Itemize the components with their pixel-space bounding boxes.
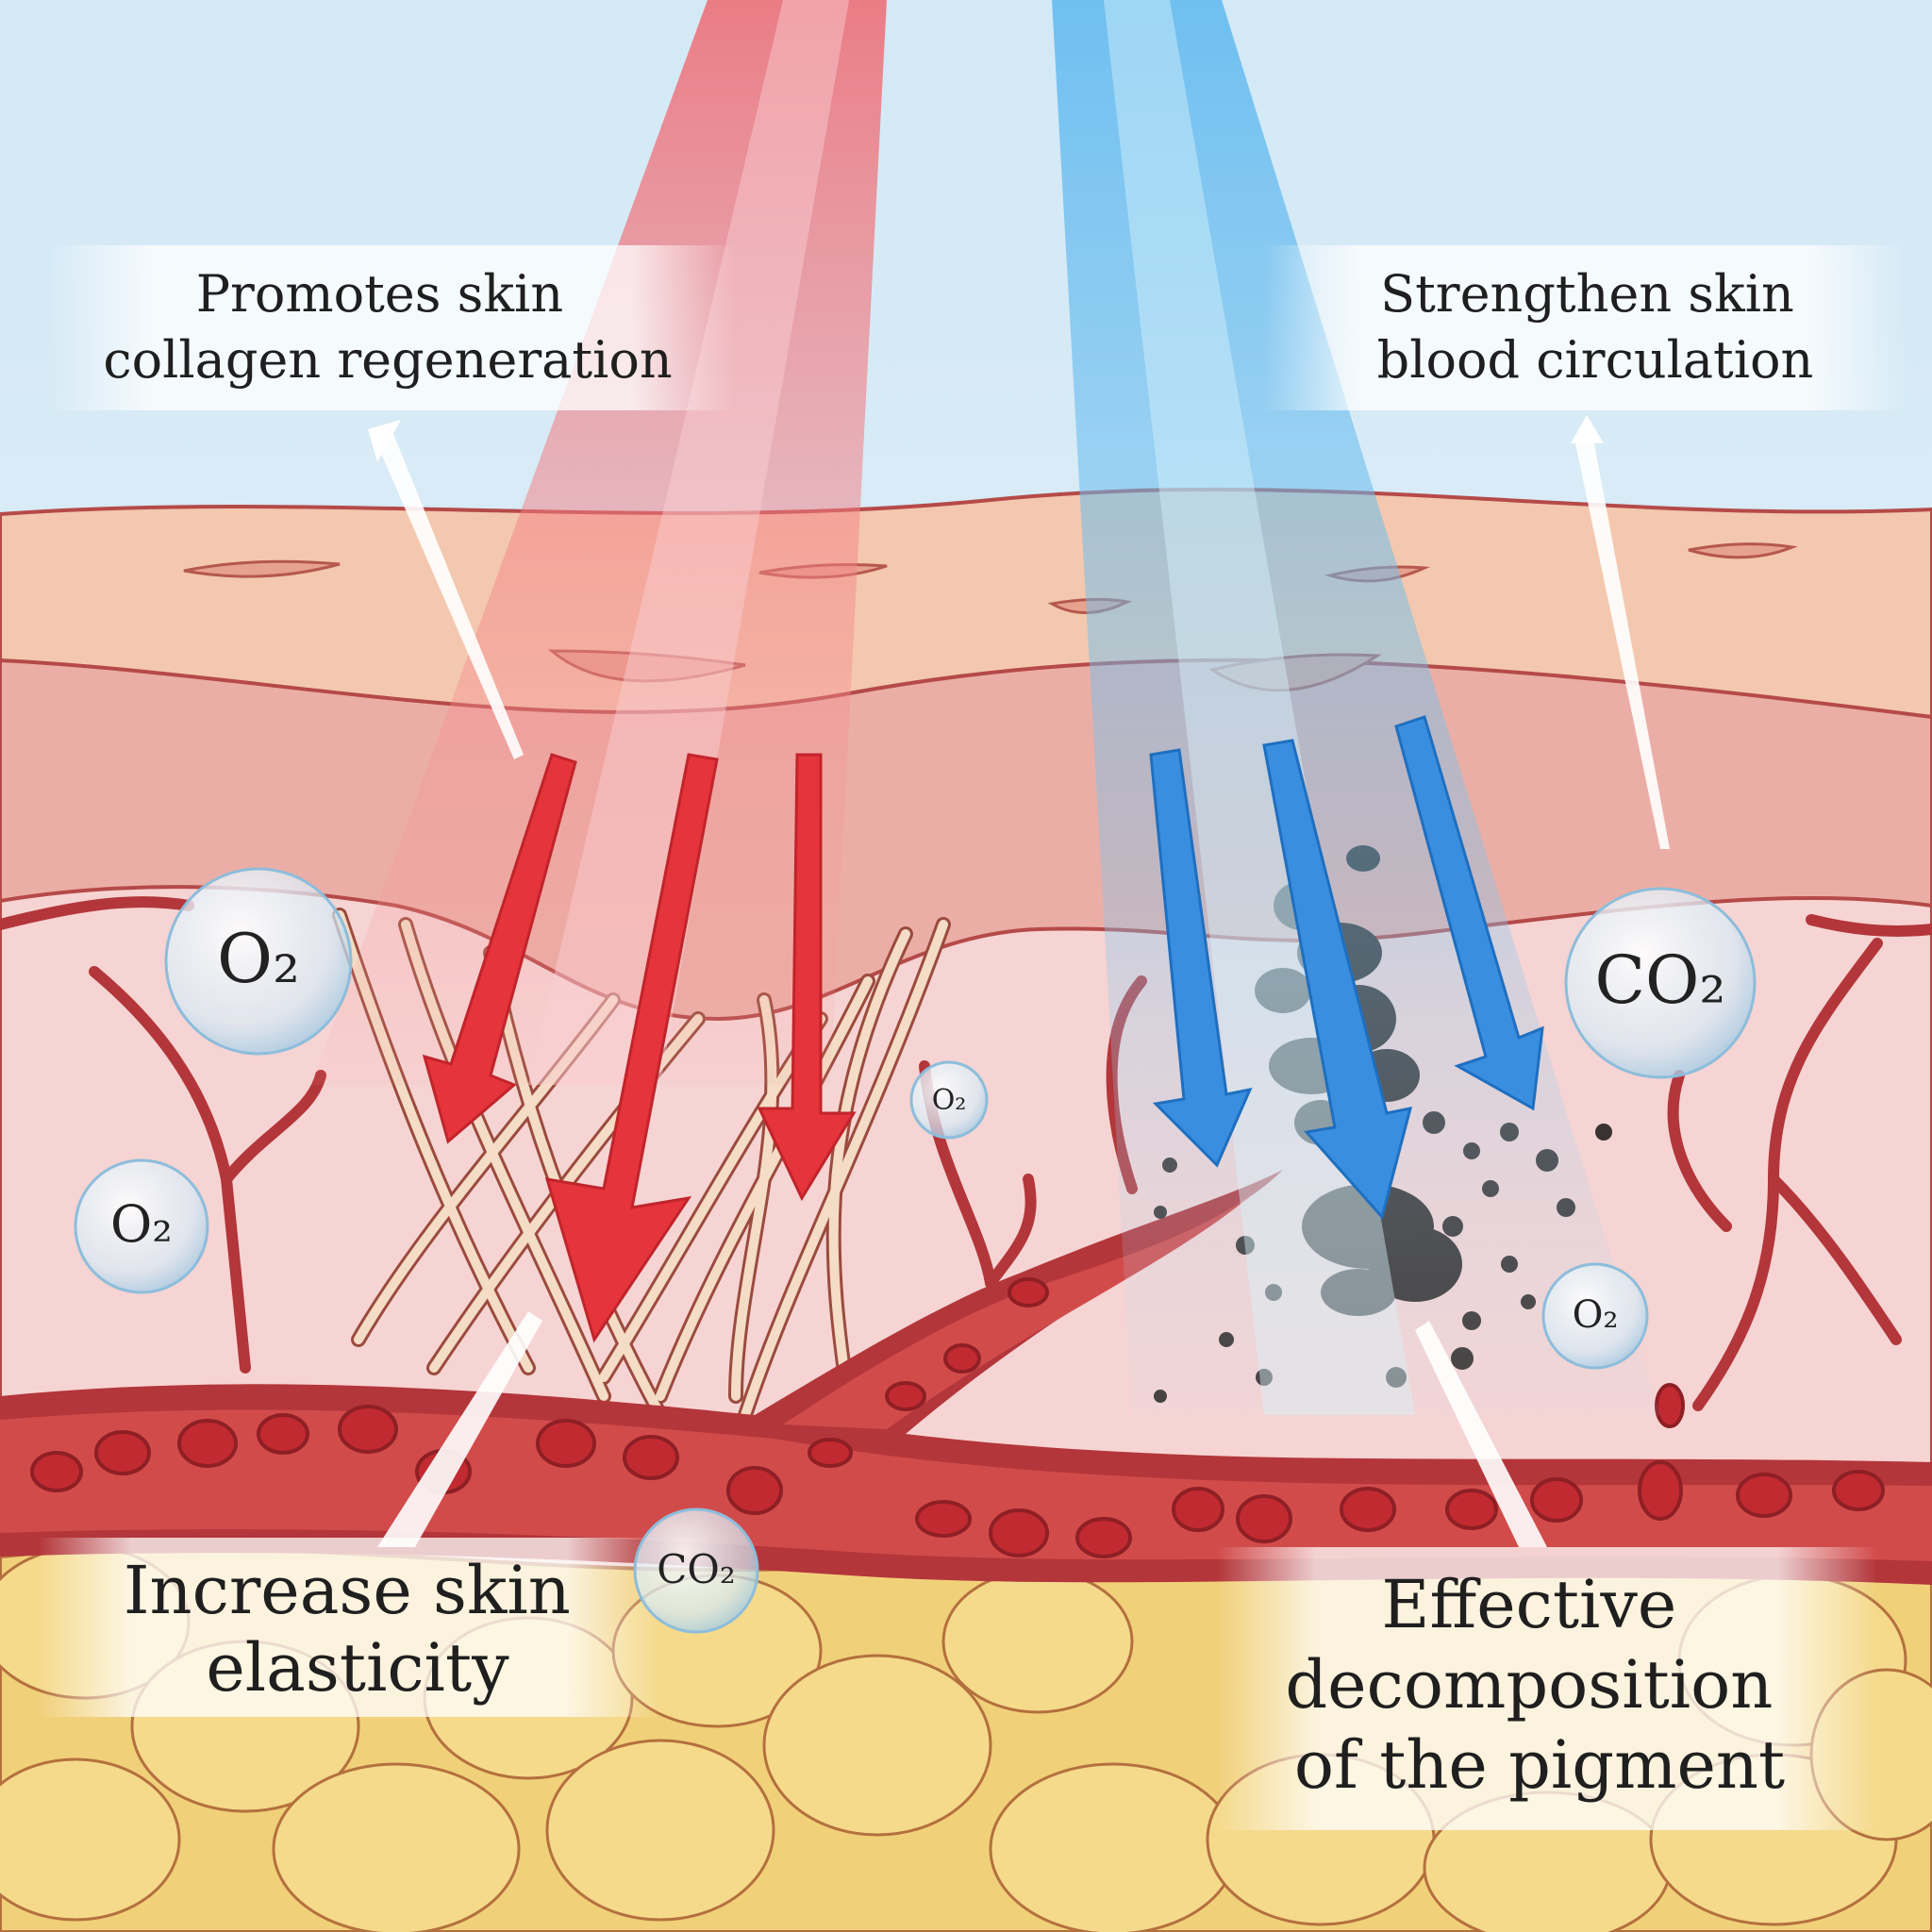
label-box-pigment bbox=[1217, 1547, 1877, 1830]
label-circulation: Strengthen skin blood circulation bbox=[1377, 264, 1814, 390]
label-collagen-line2: collagen regeneration bbox=[103, 330, 672, 390]
label-elasticity: Increase skin elasticity bbox=[124, 1552, 591, 1707]
blue-arrow bbox=[1149, 748, 1253, 1168]
bubble-co2: CO₂ bbox=[633, 1507, 759, 1634]
label-collagen-line1: Promotes skin bbox=[196, 264, 563, 324]
red-arrow bbox=[422, 753, 577, 1144]
bubble-o2: O₂ bbox=[909, 1060, 989, 1140]
label-pigment-line3: of the pigment bbox=[1294, 1726, 1785, 1804]
bubble-label: O₂ bbox=[1573, 1293, 1619, 1337]
label-pigment-line1: Effective bbox=[1381, 1566, 1676, 1643]
label-box-circulation bbox=[1264, 245, 1906, 410]
bubble-label: O₂ bbox=[217, 919, 300, 998]
red-arrow bbox=[757, 753, 857, 1202]
red-light-arrows bbox=[422, 753, 857, 1343]
label-elasticity-line1: Increase skin bbox=[124, 1552, 571, 1629]
bubble-label: O₂ bbox=[110, 1194, 173, 1254]
bubble-label: CO₂ bbox=[1594, 941, 1725, 1019]
bubble-o2: O₂ bbox=[74, 1158, 209, 1294]
blue-arrow bbox=[1394, 715, 1544, 1111]
red-arrow bbox=[544, 753, 719, 1343]
label-box-elasticity bbox=[38, 1538, 660, 1717]
gas-bubbles: O₂ O₂ O₂ CO₂ O₂ CO₂ bbox=[74, 867, 1757, 1634]
label-box-collagen bbox=[47, 245, 736, 410]
blood-vessel bbox=[0, 1170, 1932, 1585]
label-circulation-line2: blood circulation bbox=[1377, 330, 1814, 390]
label-pigment: Effective decomposition of the pigment bbox=[1285, 1566, 1793, 1804]
blue-arrow bbox=[1262, 739, 1413, 1221]
red-light-beam bbox=[311, 0, 887, 1085]
label-collagen: Promotes skin collagen regeneration bbox=[103, 264, 672, 390]
pointer-arrowheads bbox=[368, 415, 1604, 462]
bubble-label: CO₂ bbox=[657, 1546, 735, 1592]
label-pointers bbox=[373, 429, 1670, 1547]
label-pigment-line2: decomposition bbox=[1285, 1646, 1773, 1724]
label-elasticity-line2: elasticity bbox=[206, 1629, 509, 1707]
blue-light-arrows bbox=[1149, 715, 1544, 1221]
bubble-o2: O₂ bbox=[1541, 1262, 1649, 1370]
bubble-o2: O₂ bbox=[164, 867, 353, 1056]
bubble-co2: CO₂ bbox=[1564, 887, 1757, 1079]
label-circulation-line1: Strengthen skin bbox=[1380, 264, 1794, 324]
bubble-label: O₂ bbox=[932, 1084, 967, 1117]
